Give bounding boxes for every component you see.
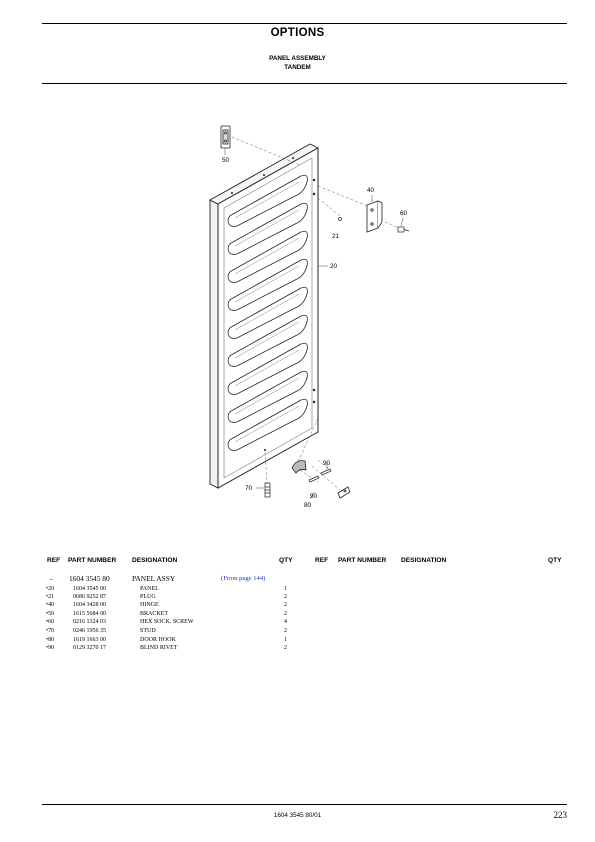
cell-ref: •70 <box>46 628 55 634</box>
cell-part: 1619 1663 00 <box>73 637 106 643</box>
cell-part: 0129 3270 17 <box>73 645 106 651</box>
callout-40: 40 <box>367 187 375 194</box>
cell-ref: •60 <box>46 619 55 625</box>
header-part-right: PART NUMBER <box>338 557 387 564</box>
cell-designation: BLIND RIVET <box>140 645 178 651</box>
plug-part-21 <box>338 217 342 221</box>
callout-50: 50 <box>222 157 230 164</box>
cell-designation: PANEL ASSY <box>132 574 176 583</box>
cell-part: 0216 1324 03 <box>73 619 106 625</box>
footer-rule <box>42 804 567 805</box>
page-number: 223 <box>553 810 568 820</box>
cell-ref: •21 <box>46 594 55 600</box>
cell-part: 0246 1956 35 <box>73 628 106 634</box>
table-row: •20 1604 3545 00 PANEL 1 <box>42 586 302 594</box>
page-title: OPTIONS <box>270 27 325 39</box>
exploded-view-drawing: 50 40 60 21 20 90 90 80 70 <box>209 125 410 509</box>
cell-ref: •80 <box>46 637 55 643</box>
table-row: •50 1615 5684 00 BRACKET 2 <box>42 611 302 619</box>
subtitle-variant: TANDEM <box>284 64 311 71</box>
callout-80: 80 <box>304 502 312 509</box>
header-ref-right: REF <box>315 557 329 564</box>
door-hook-part-80 <box>291 460 351 499</box>
cell-designation: DOOR HOOK <box>140 637 176 643</box>
cell-designation: HEX SOCK. SCREW <box>140 619 194 625</box>
cell-designation: PANEL <box>140 586 159 592</box>
cell-qty: 2 <box>284 645 287 651</box>
cell-designation: STUD <box>140 628 156 634</box>
stud-part-70 <box>264 482 271 498</box>
cell-part: 0686 9252 87 <box>73 594 106 600</box>
panel-side-edge <box>209 199 219 489</box>
top-rule <box>42 23 567 24</box>
cell-qty: 2 <box>284 594 287 600</box>
document-code: 1604 3545 80/01 <box>273 812 322 819</box>
cell-ref: •50 <box>46 611 55 617</box>
table-row: •90 0129 3270 17 BLIND RIVET 2 <box>42 645 302 653</box>
table-row: •80 1619 1663 00 DOOR HOOK 1 <box>42 637 302 645</box>
subtitle-assembly: PANEL ASSEMBLY <box>269 55 326 62</box>
header-ref-left: REF <box>47 557 61 564</box>
screw-part-60 <box>397 226 410 233</box>
cell-ref: •20 <box>46 586 55 592</box>
table-row: •70 0246 1956 35 STUD 2 <box>42 628 302 636</box>
header-qty-left: QTY <box>279 557 293 564</box>
header-part-left: PART NUMBER <box>68 557 117 564</box>
cell-qty: 1 <box>284 637 287 643</box>
cell-qty: 2 <box>284 628 287 634</box>
callout-70: 70 <box>245 485 253 492</box>
source-page-link[interactable]: (From page 144) <box>221 575 266 582</box>
bracket-part-50 <box>220 125 231 149</box>
cell-qty: 1 <box>284 586 287 592</box>
header-qty-right: QTY <box>548 557 562 564</box>
cell-qty: 4 <box>284 619 287 625</box>
table-row: •60 0216 1324 03 HEX SOCK. SCREW 4 <box>42 619 302 627</box>
cell-part: 1604 3428 00 <box>73 602 106 608</box>
cell-designation: PLUG <box>140 594 156 600</box>
table-row: •21 0686 9252 87 PLUG 2 <box>42 594 302 602</box>
callout-21: 21 <box>332 233 340 240</box>
cell-part: 1615 5684 00 <box>73 611 106 617</box>
callout-90-upper: 90 <box>323 460 331 467</box>
header-designation-left: DESIGNATION <box>132 557 178 564</box>
cell-designation: BRACKET <box>140 611 169 617</box>
callout-90-lower: 90 <box>310 493 318 500</box>
cell-ref: •40 <box>46 602 55 608</box>
cell-qty: 2 <box>284 602 287 608</box>
table-row: •40 1604 3428 00 HINGE 2 <box>42 602 302 610</box>
table-row-assembly: - 1604 3545 80 PANEL ASSY (From page 144… <box>42 574 302 583</box>
header-designation-right: DESIGNATION <box>401 557 447 564</box>
cell-part: 1604 3545 80 <box>69 574 110 583</box>
rivet-part-90 <box>308 468 332 483</box>
cell-part: 1604 3545 00 <box>73 586 106 592</box>
header-rule <box>42 83 567 84</box>
callout-60: 60 <box>400 210 408 217</box>
cell-qty: 2 <box>284 611 287 617</box>
callout-20: 20 <box>330 263 338 270</box>
hinge-part-40 <box>366 200 383 233</box>
cell-ref: •90 <box>46 645 55 651</box>
cell-designation: HINGE <box>140 602 159 608</box>
cell-ref: - <box>50 574 53 583</box>
